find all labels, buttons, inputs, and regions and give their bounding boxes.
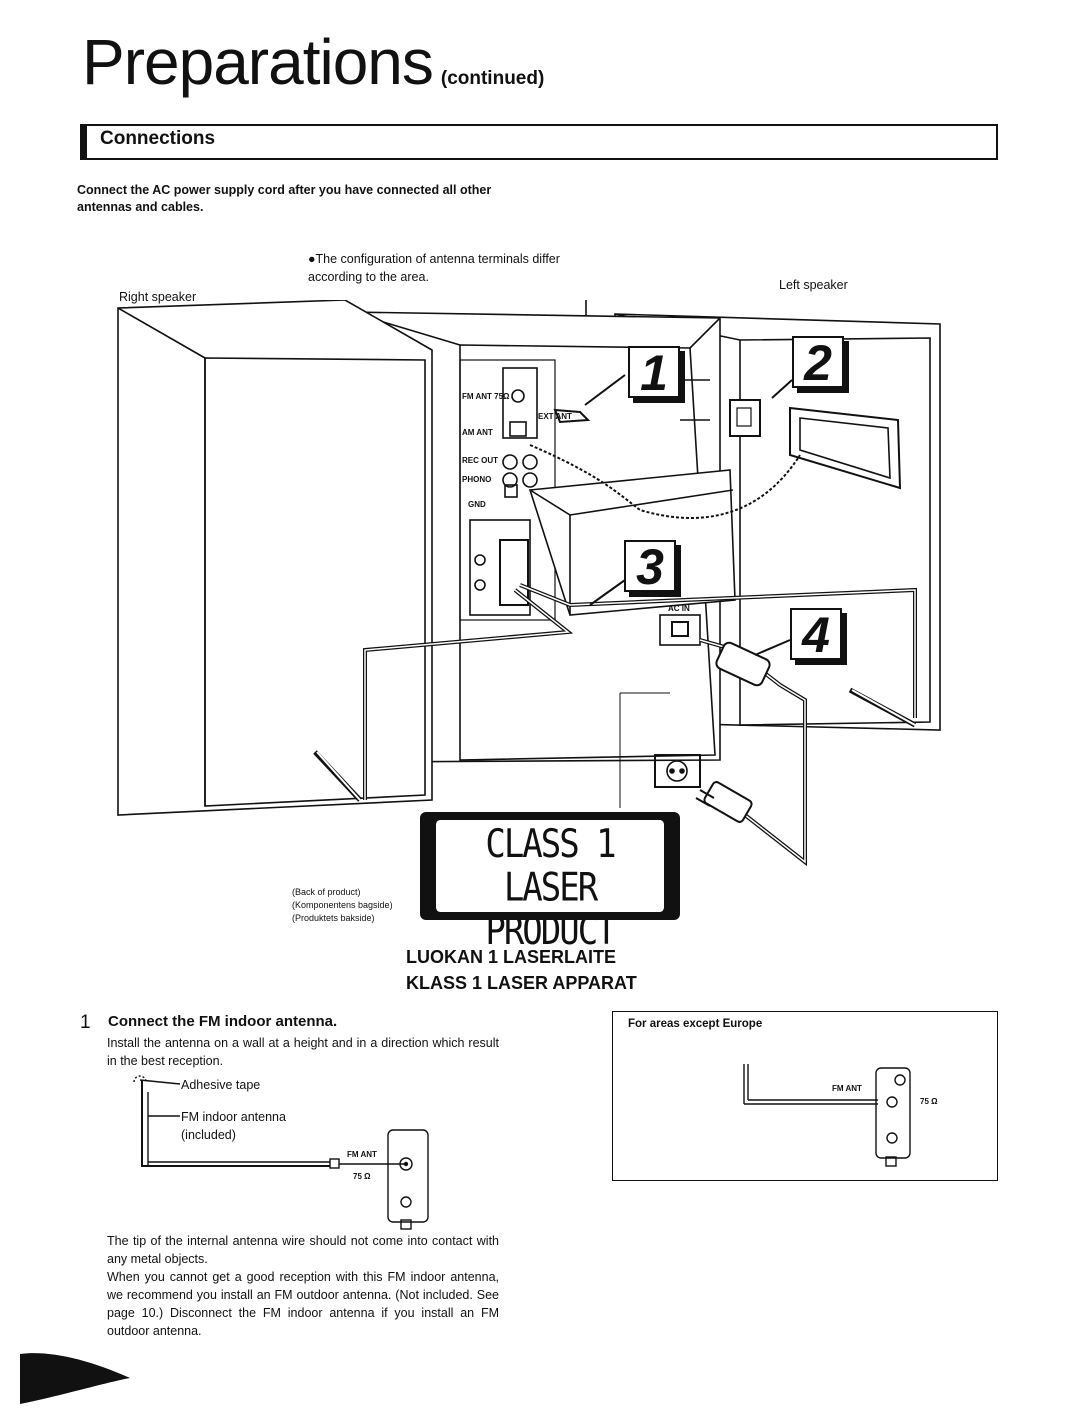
wall-outlet (654, 754, 701, 788)
panel-ac-in: AC IN (668, 604, 690, 613)
page-corner-shadow (20, 1353, 130, 1404)
step-note-1: The tip of the internal antenna wire sho… (107, 1234, 499, 1266)
page-title: Preparations(continued) (82, 30, 544, 94)
areas-label-fm-ant: FM ANT (832, 1084, 862, 1093)
laser-label-line1: CLASS 1 (485, 821, 616, 868)
laser-text-swedish: KLASS 1 LASER APPARAT (406, 973, 637, 993)
areas-box-title: For areas except Europe (628, 1018, 763, 1030)
callout-2: 2 (792, 336, 844, 388)
laser-text-finnish: LUOKAN 1 LASERLAITE (406, 947, 617, 967)
back-of-product-notes: (Back of product) (Komponentens bagside)… (292, 886, 393, 925)
fm-indoor-antenna-drawing (133, 1075, 429, 1230)
panel-gnd: GND (468, 500, 486, 509)
laser-label-text: CLASS 1 LASER PRODUCT (436, 820, 664, 953)
connection-diagram (117, 300, 941, 867)
intro-text: Connect the AC power supply cord after y… (77, 183, 492, 214)
label-adhesive-tape: Adhesive tape (181, 1078, 261, 1092)
back-note: (Komponentens bagside) (292, 900, 393, 910)
label-included: (included) (181, 1128, 236, 1142)
config-note: ●The configuration of antenna terminals … (308, 252, 560, 284)
step-title: Connect the FM indoor antenna. (108, 1013, 338, 1030)
laser-class-label: CLASS 1 LASER PRODUCT (420, 812, 680, 953)
callout-3: 3 (624, 540, 676, 592)
ac-power-cord (695, 638, 807, 867)
page-title-main: Preparations (82, 26, 434, 98)
step-note-2: When you cannot get a good reception wit… (107, 1270, 499, 1338)
section-header-box (80, 124, 998, 160)
laser-label-line2: LASER PRODUCT (485, 864, 616, 955)
step-notes: The tip of the internal antenna wire sho… (107, 1232, 499, 1340)
panel-fm-ant: FM ANT 75Ω (462, 392, 510, 401)
label-fm-ant: FM ANT (347, 1150, 377, 1159)
back-note: (Back of product) (292, 887, 361, 897)
callout-4: 4 (790, 608, 842, 660)
panel-am-ant: AM ANT (462, 428, 493, 437)
back-note: (Produktets bakside) (292, 913, 375, 923)
panel-ext-ant: EXT ANT (538, 412, 572, 421)
areas-except-europe-box (612, 1011, 998, 1181)
label-fm-indoor-antenna: FM indoor antenna (181, 1110, 286, 1124)
panel-phono: PHONO (462, 475, 492, 484)
callout-1: 1 (628, 346, 680, 398)
step-body: Install the antenna on a wall at a heigh… (107, 1036, 499, 1068)
step-number: 1 (80, 1012, 91, 1033)
label-75-ohm: 75 Ω (353, 1172, 371, 1181)
section-title: Connections (100, 128, 216, 149)
fm-terminal-drawing (743, 1064, 911, 1167)
label-right-speaker: Right speaker (119, 290, 197, 304)
areas-label-75-ohm: 75 Ω (920, 1097, 938, 1106)
panel-rec-out: REC OUT (462, 456, 498, 465)
label-left-speaker: Left speaker (779, 278, 848, 292)
page-title-sub: (continued) (440, 68, 545, 89)
right-speaker-drawing (117, 300, 433, 816)
am-loop-antenna (729, 399, 902, 490)
